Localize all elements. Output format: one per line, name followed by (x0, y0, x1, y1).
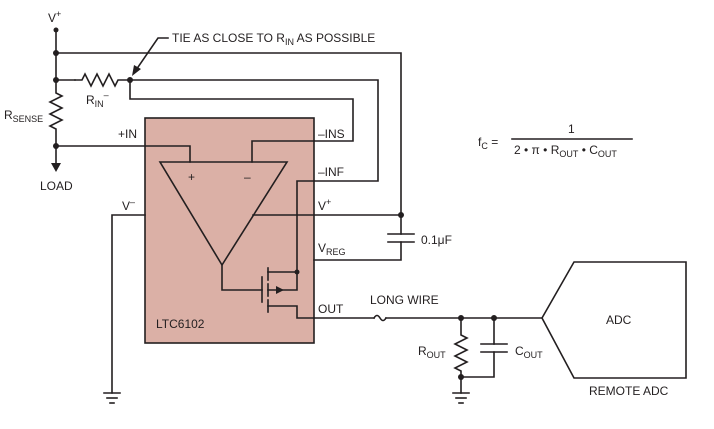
cout-bottom-lead (460, 351, 495, 378)
formula-lhs: fC = (478, 135, 498, 151)
mosfet-source-lead (267, 305, 315, 319)
rsense-resistor (48, 79, 64, 147)
cap-bottom-lead (313, 241, 402, 261)
pin-minus-ins-label: –INS (318, 127, 345, 141)
pin-vminus-label: V– (122, 197, 135, 213)
mosfet-drain-node-dot (294, 269, 300, 275)
top-supply-label: V+ (48, 9, 61, 25)
op-amp-minus-label: – (244, 170, 251, 184)
supply-rail-wire (55, 52, 402, 216)
tie-note-leader (134, 37, 169, 72)
minus-inf-internal-wire (296, 180, 315, 273)
long-wire-break (372, 314, 388, 322)
tie-note-label: TIE AS CLOSE TO RIN AS POSSIBLE (172, 31, 375, 47)
ltc6102-chip-body (144, 117, 315, 344)
gate-drive-wire (221, 264, 263, 291)
pin-minus-inf-label: –INF (318, 165, 344, 179)
mosfet-body-arrow (276, 286, 284, 294)
load-arrowhead (51, 163, 61, 172)
rin-label: RIN– (86, 90, 109, 109)
remote-adc-block (541, 261, 687, 379)
cutoff-formula: fC = 1 2 • π • ROUT • COUT (478, 122, 633, 159)
load-label: LOAD (40, 179, 73, 193)
formula-numerator: 1 (568, 122, 575, 136)
vminus-wire (111, 214, 146, 394)
ins-feedback-wire (129, 79, 354, 142)
rsense-label: RSENSE (4, 108, 43, 124)
formula-denominator: 2 • π • ROUT • COUT (514, 143, 617, 159)
pin-vplus-label: V+ (318, 197, 331, 213)
pin-out-label: OUT (318, 302, 344, 316)
rout-ground-icon (452, 392, 470, 404)
tie-note-arrowhead (132, 65, 141, 76)
cout-label: COUT (515, 344, 543, 360)
op-amp-plus-label: + (188, 170, 195, 184)
pin-vreg-label: VREG (318, 241, 346, 257)
cap-value-label: 0.1μF (421, 233, 452, 247)
adc-label: ADC (606, 313, 632, 327)
rout-resistor (453, 317, 469, 378)
pin-plus-in-label: +IN (118, 127, 137, 141)
minus-ins-internal-wire (251, 140, 315, 163)
rout-label: ROUT (418, 344, 446, 360)
plus-in-wire (55, 145, 191, 163)
remote-adc-label: REMOTE ADC (589, 384, 669, 398)
rin-left-wire (55, 52, 76, 81)
vminus-ground-icon (103, 392, 121, 404)
long-wire-label: LONG WIRE (370, 293, 439, 307)
chip-name-label: LTC6102 (156, 317, 205, 331)
rin-resistor (74, 72, 131, 88)
op-amp-triangle (158, 161, 289, 267)
inf-feedback-wire (129, 79, 379, 182)
top-supply-terminal (53, 27, 59, 33)
